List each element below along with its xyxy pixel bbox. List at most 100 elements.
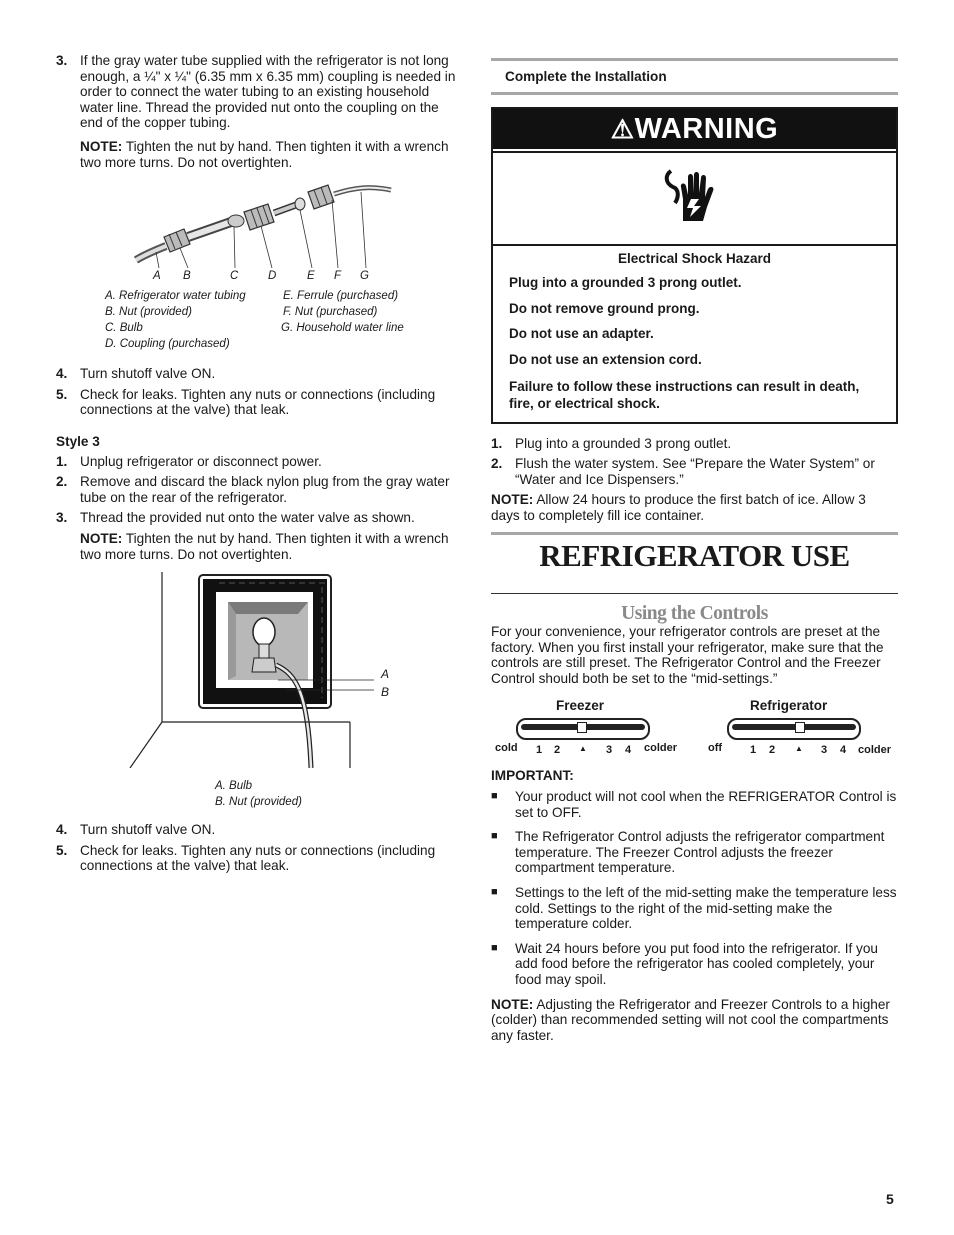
note-ice: NOTE: Allow 24 hours to produce the firs…: [491, 492, 898, 523]
refrigerator-tick-2: 2: [769, 743, 776, 756]
freezer-mid-arrow-icon: ▲: [579, 743, 587, 753]
bullet-square-icon: ■: [491, 886, 498, 899]
letter-g: G: [360, 270, 369, 283]
warning-line-5: Failure to follow these instructions can…: [509, 378, 860, 411]
warning-text: Electrical Shock Hazard Plug into a grou…: [493, 246, 896, 422]
letter-e: E: [307, 270, 315, 283]
step-text: Thread the provided nut onto the water v…: [80, 510, 415, 526]
refrigerator-track: [732, 723, 856, 730]
freezer-label: Freezer: [556, 697, 605, 713]
warning-line-4: Do not use an extension cord.: [509, 351, 702, 367]
freezer-slider[interactable]: [516, 717, 650, 740]
step-4-valve-on: 4. Turn shutoff valve ON.: [56, 366, 462, 382]
freezer-tick-2: 2: [554, 743, 561, 756]
freezer-tick-3: 3: [606, 743, 613, 756]
note-label: NOTE:: [80, 530, 123, 546]
controls-illustration: Freezer cold 1 2 ▲ 3 4 colder Refrigerat…: [491, 698, 898, 760]
step-text: Remove and discard the black nylon plug …: [80, 474, 450, 505]
step-text: Check for leaks. Tighten any nuts or con…: [80, 842, 436, 874]
step-number: 1.: [491, 435, 503, 451]
right-column: Complete the Installation ⚠WARNING Elect…: [491, 58, 898, 1043]
note-text: Tighten the nut by hand. Then tighten it…: [80, 530, 449, 562]
complete-step-2: 2. Flush the water system. See “Prepare …: [491, 456, 898, 487]
caption-nut: B. Nut (provided): [215, 796, 302, 809]
step-number: 3.: [56, 510, 68, 526]
letter-d: D: [268, 270, 277, 283]
letter-f: F: [334, 270, 342, 283]
step-number: 4.: [56, 366, 68, 382]
refrigerator-right-label: colder: [858, 743, 892, 756]
warning-line-2: Do not remove ground prong.: [509, 300, 700, 316]
step-number: 4.: [56, 822, 68, 838]
bullet-text: Settings to the left of the mid-setting …: [515, 885, 897, 932]
note-label: NOTE:: [80, 138, 123, 154]
refrigerator-tick-3: 3: [821, 743, 828, 756]
bullet-text: The Refrigerator Control adjusts the ref…: [515, 829, 885, 876]
shock-icon-area: [493, 150, 896, 246]
step-text: Turn shutoff valve ON.: [80, 366, 216, 382]
complete-installation-heading: Complete the Installation: [505, 69, 667, 84]
step-text: Turn shutoff valve ON.: [80, 822, 216, 838]
step-text: If the gray water tube supplied with the…: [80, 53, 456, 131]
style3-step-4: 4. Turn shutoff valve ON.: [56, 822, 462, 838]
bullet-square-icon: ■: [491, 941, 498, 954]
valve-letter-a: A: [381, 667, 390, 682]
note-tighten-2: NOTE: Tighten the nut by hand. Then tigh…: [56, 531, 462, 562]
step-number: 2.: [56, 474, 68, 490]
hazard-title: Electrical Shock Hazard: [617, 250, 772, 266]
refrigerator-left-label: off: [708, 741, 723, 754]
electric-shock-hand-icon: [664, 168, 714, 221]
freezer-left-label: cold: [495, 741, 518, 754]
controls-intro: For your convenience, your refrigerator …: [491, 624, 884, 686]
warning-box: ⚠WARNING Electrical Shock Hazard Plug in…: [491, 106, 898, 424]
letter-c: C: [230, 270, 239, 283]
subsection-title: Using the Controls: [621, 602, 768, 624]
tubing-captions: A. Refrigerator water tubing E. Ferrule (…: [105, 288, 462, 352]
caption-f: F. Nut (purchased): [283, 306, 378, 319]
bullet-item: ■ Your product will not cool when the RE…: [491, 789, 898, 820]
style3-step-2: 2. Remove and discard the black nylon pl…: [56, 474, 462, 505]
step-text: Plug into a grounded 3 prong outlet.: [515, 435, 732, 451]
step-text: Unplug refrigerator or disconnect power.: [80, 453, 322, 469]
freezer-tick-4: 4: [625, 743, 632, 756]
step-number: 5.: [56, 386, 68, 402]
warning-line-3: Do not use an adapter.: [509, 326, 654, 342]
note-tighten-1: NOTE: Tighten the nut by hand. Then tigh…: [56, 139, 462, 170]
freezer-tick-1: 1: [536, 743, 543, 756]
style3-step-5: 5. Check for leaks. Tighten any nuts or …: [56, 843, 462, 874]
step-3-coupling: 3. If the gray water tube supplied with …: [56, 53, 462, 131]
step-number: 1.: [56, 453, 68, 469]
warning-line-1: Plug into a grounded 3 prong outlet.: [509, 275, 742, 291]
tubing-illustration: [133, 184, 392, 269]
bullet-item: ■ Wait 24 hours before you put food into…: [491, 941, 898, 988]
warning-header: ⚠WARNING: [493, 108, 896, 149]
refrigerator-tick-4: 4: [840, 743, 847, 756]
tubing-letters: A B C D E F G: [56, 268, 462, 282]
caption-e: E. Ferrule (purchased): [283, 290, 399, 303]
caption-a: A. Refrigerator water tubing: [105, 290, 246, 303]
note-label: NOTE:: [491, 996, 534, 1012]
note-text: Allow 24 hours to produce the first batc…: [491, 492, 866, 523]
step-5-check-leaks: 5. Check for leaks. Tighten any nuts or …: [56, 387, 462, 418]
important-label: IMPORTANT:: [491, 767, 574, 783]
complete-step-1: 1. Plug into a grounded 3 prong outlet.: [491, 436, 898, 452]
left-column: 3. If the gray water tube supplied with …: [56, 53, 462, 879]
bullet-text: Wait 24 hours before you put food into t…: [515, 940, 878, 988]
divider: [491, 91, 898, 95]
caption-b: B. Nut (provided): [105, 306, 192, 319]
refrigerator-tick-1: 1: [750, 743, 757, 756]
note-text: Adjusting the Refrigerator and Freezer C…: [491, 996, 890, 1043]
style3-step-3: 3. Thread the provided nut onto the wate…: [56, 510, 462, 526]
divider: [491, 531, 898, 535]
divider: [491, 592, 898, 594]
divider: [491, 58, 898, 61]
refrigerator-knob[interactable]: [795, 721, 805, 733]
bullet-square-icon: ■: [491, 790, 498, 803]
refrigerator-slider[interactable]: [727, 717, 861, 740]
caption-c: C. Bulb: [105, 322, 143, 335]
valve-letter-b: B: [381, 685, 390, 700]
freezer-knob[interactable]: [577, 721, 587, 733]
step-text: Flush the water system. See “Prepare the…: [515, 456, 875, 487]
bullet-square-icon: ■: [491, 830, 498, 843]
refrigerator-label: Refrigerator: [750, 697, 828, 713]
